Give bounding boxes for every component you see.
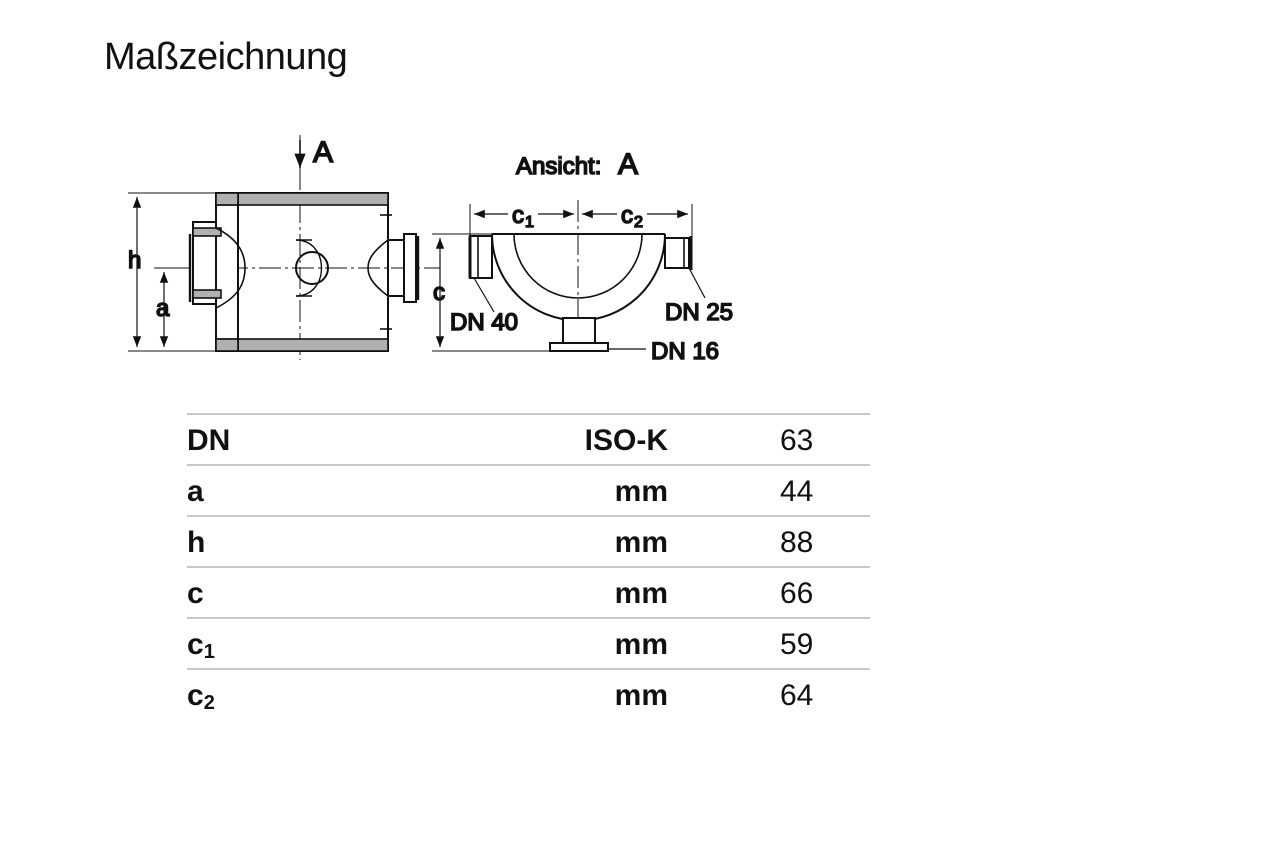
row-unit: mm	[614, 628, 668, 661]
row-value: 63	[780, 424, 814, 457]
row-unit: mm	[614, 475, 668, 508]
dimension-c1-label: c1	[512, 202, 534, 231]
table-row: h mm 88	[187, 515, 870, 566]
dimension-drawing: A h a Ansicht: A	[127, 135, 734, 366]
port-dn40-label: DN 40	[450, 309, 518, 336]
view-title-prefix: Ansicht:	[516, 153, 601, 180]
row-label: c1	[187, 628, 215, 663]
dimension-h-label: h	[128, 247, 141, 274]
row-value: 88	[780, 526, 814, 559]
side-view	[128, 135, 440, 360]
dimensions-table: DN ISO-K 63 a mm 44 h mm 88 c mm 66 c1 m…	[187, 413, 870, 719]
row-value: 66	[780, 577, 814, 610]
dimension-a-label: a	[156, 295, 170, 322]
row-unit: mm	[614, 679, 668, 712]
dimension-c-label: c	[433, 279, 445, 306]
table-row: c1 mm 59	[187, 617, 870, 668]
row-unit: ISO-K	[584, 424, 668, 457]
port-dn16-label: DN 16	[651, 338, 719, 365]
table-row: c2 mm 64	[187, 668, 870, 719]
row-label: h	[187, 526, 206, 559]
table-row: DN ISO-K 63	[187, 413, 870, 464]
port-dn25-label: DN 25	[665, 299, 733, 326]
view-title-letter: A	[618, 148, 638, 181]
row-value: 64	[780, 679, 814, 712]
row-value: 44	[780, 475, 814, 508]
view-arrow-label: A	[313, 136, 333, 169]
row-label: DN	[187, 424, 231, 457]
row-label: c2	[187, 679, 215, 714]
view-a	[432, 200, 706, 352]
page-title: Maßzeichnung	[104, 36, 348, 78]
row-label: a	[187, 475, 204, 508]
table-row: c mm 66	[187, 566, 870, 617]
dimension-c2-label: c2	[621, 202, 643, 231]
row-label: c	[187, 577, 204, 610]
row-unit: mm	[614, 577, 668, 610]
row-unit: mm	[614, 526, 668, 559]
table-row: a mm 44	[187, 464, 870, 515]
row-value: 59	[780, 628, 814, 661]
